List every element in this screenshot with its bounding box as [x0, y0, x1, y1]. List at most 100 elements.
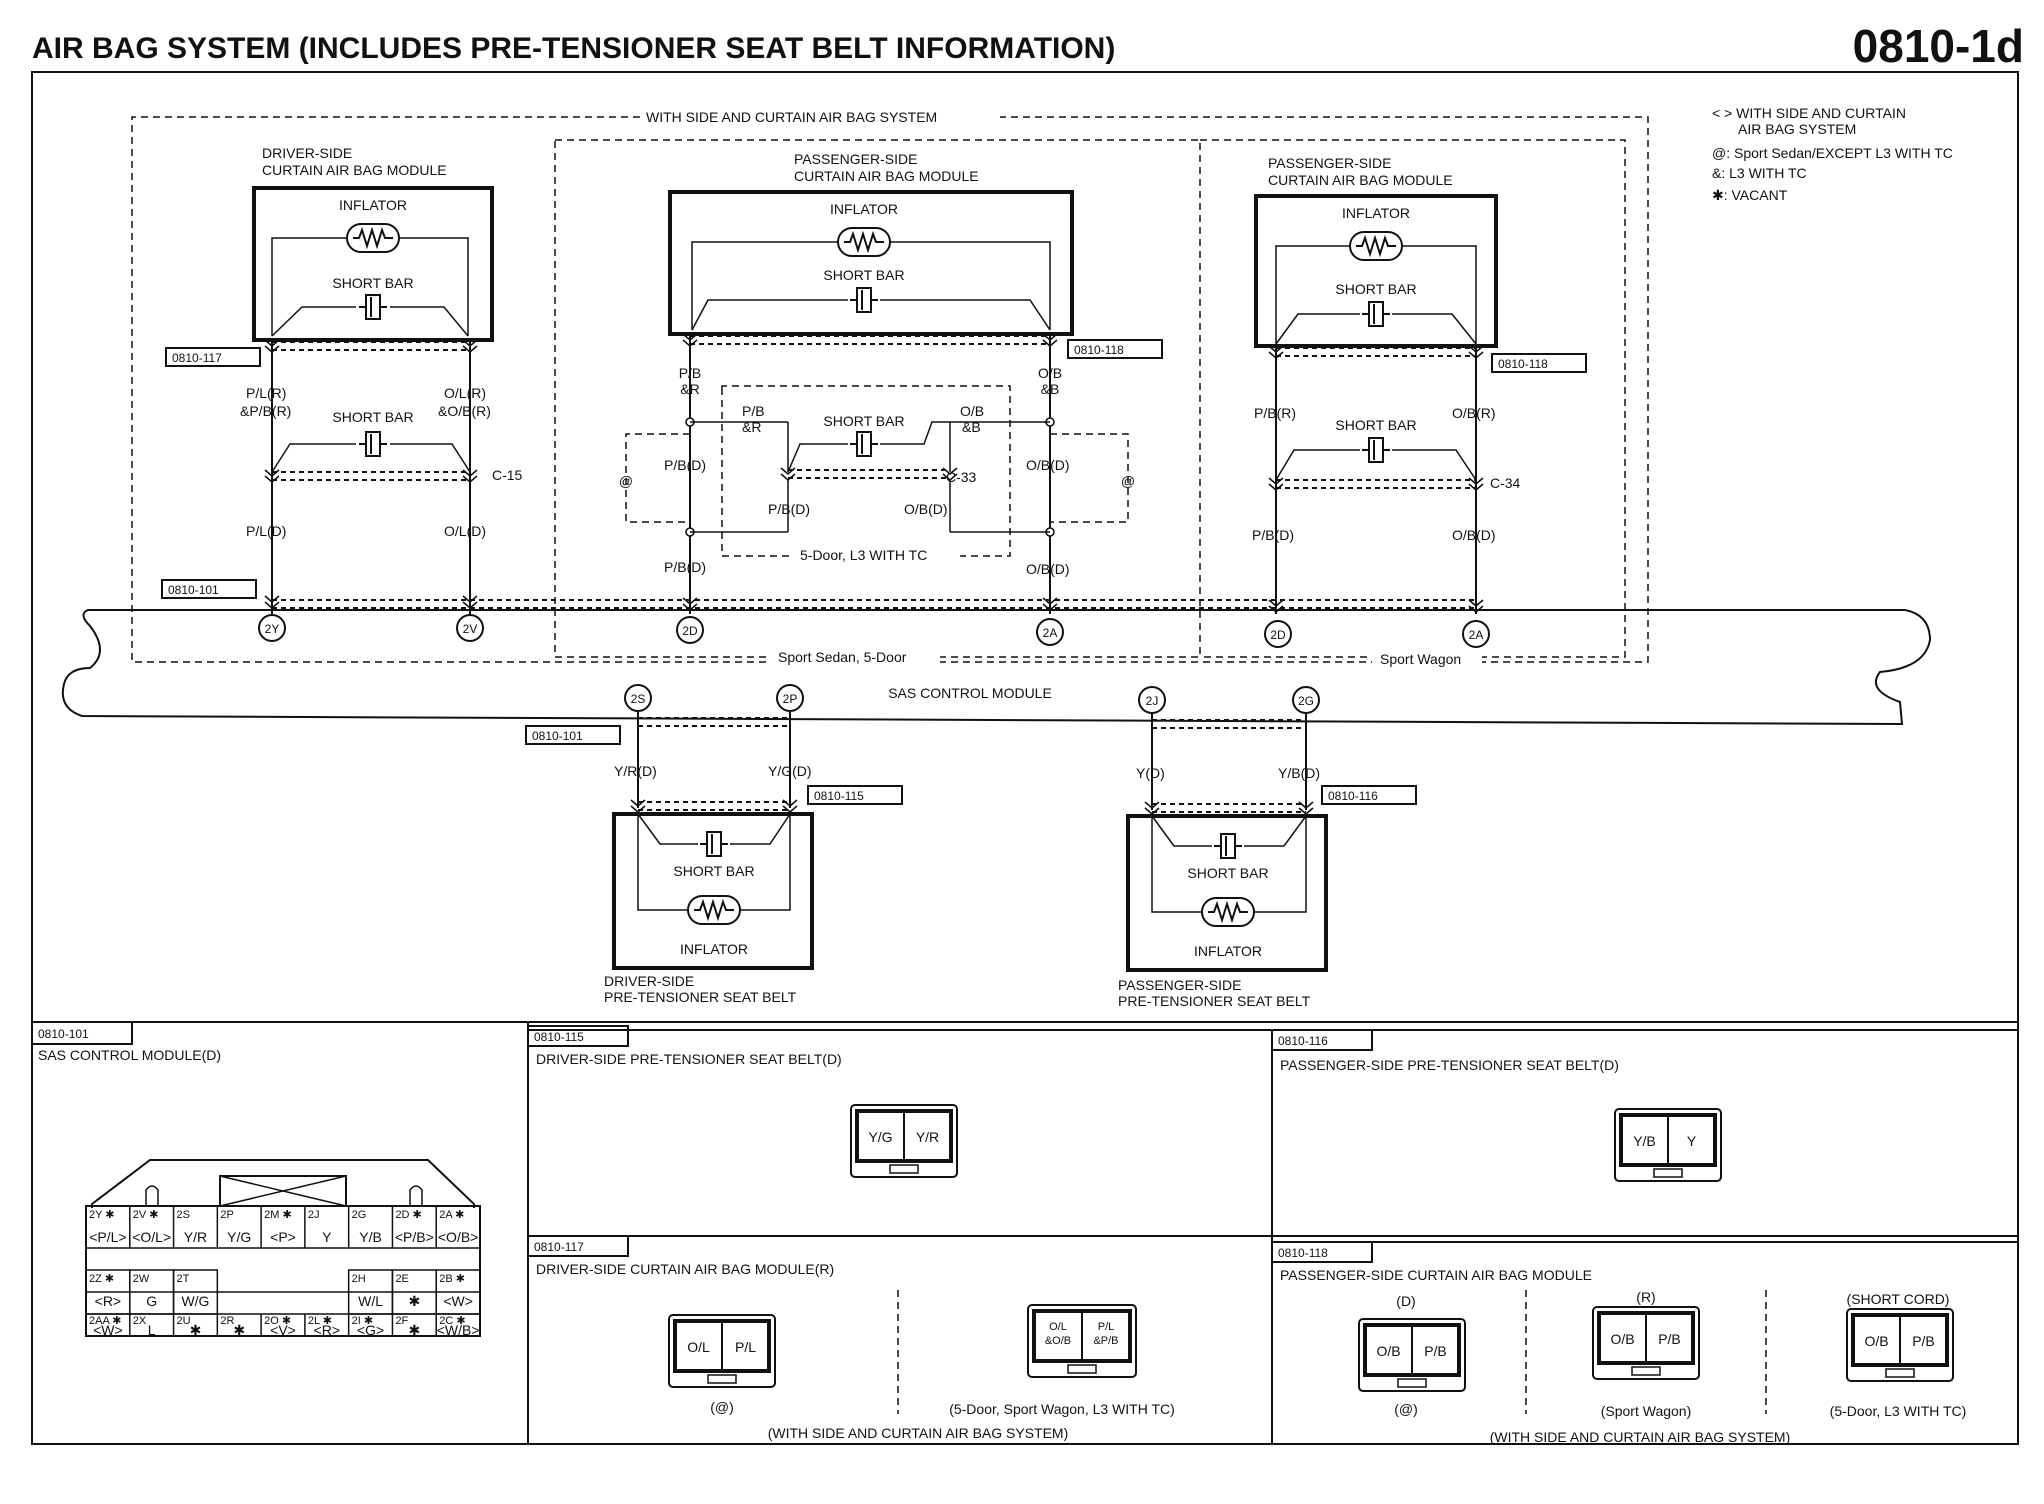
passenger-curtain-wiring-sedan: 0810-118 P/B &R O/B &B @ @ P/B(D) O/B(D)…: [619, 333, 1163, 614]
pin-wire: G: [146, 1293, 157, 1309]
pin-wire: Y: [322, 1229, 332, 1245]
terminal: [776, 684, 804, 712]
short-bar-label: SHORT BAR: [673, 863, 754, 879]
pin-id: 2F: [395, 1315, 408, 1327]
wire-label: P/B(D): [664, 457, 706, 473]
wire-label: &P/B(R): [240, 403, 291, 419]
pin-wire: ✱: [190, 1322, 202, 1338]
pin-wire: <V>: [270, 1322, 296, 1338]
wire-label: P/B: [679, 365, 702, 381]
pin-id: 2I ✱: [352, 1315, 373, 1327]
terminal-label: 2Y: [265, 622, 280, 636]
pin-wire: <W>: [443, 1293, 473, 1309]
module-label: PRE-TENSIONER SEAT BELT: [604, 989, 797, 1005]
module-label: CURTAIN AIR BAG MODULE: [1268, 172, 1453, 188]
pin-id: 2R: [220, 1315, 234, 1327]
passenger-pretensioner-module: SHORT BAR INFLATOR PASSENGER-SIDE PRE-TE…: [1118, 814, 1328, 1009]
inflator-icon: [1201, 897, 1255, 927]
short-bar-icon: [358, 294, 388, 320]
pin-wire: &O/B: [1045, 1335, 1071, 1347]
pin-wire: P/L: [1098, 1321, 1115, 1333]
driver-pretensioner-module: SHORT BAR INFLATOR DRIVER-SIDE PRE-TENSI…: [604, 812, 814, 1005]
pin-wire: Y: [1687, 1133, 1697, 1149]
pin-wire: Y/R: [916, 1129, 939, 1145]
legend: < > WITH SIDE AND CURTAIN AIR BAG SYSTEM…: [1712, 105, 1953, 203]
panel-title: PASSENGER-SIDE PRE-TENSIONER SEAT BELT(D…: [1280, 1057, 1619, 1073]
pin-id: 2J: [308, 1209, 320, 1221]
passenger-curtain-module-wagon: PASSENGER-SIDE CURTAIN AIR BAG MODULE IN…: [1254, 155, 1498, 348]
pin-wire: O/B: [1864, 1333, 1888, 1349]
wire-label: Y(D): [1136, 765, 1165, 781]
connector-ref: 0810-118: [1074, 343, 1124, 357]
wire-label: P/B: [742, 403, 765, 419]
side-curtain-label: WITH SIDE AND CURTAIN AIR BAG SYSTEM: [646, 109, 937, 125]
connector-ref: C-34: [1490, 475, 1521, 491]
terminal-label: 2D: [682, 624, 698, 638]
pin-wire: Y/B: [1633, 1133, 1656, 1149]
passenger-curtain-wiring-wagon: 0810-118 P/B(R) O/B(R) SHORT BAR C-34 P/…: [1252, 345, 1587, 614]
variant-note: (SHORT CORD): [1847, 1291, 1950, 1307]
connector-ref: 0810-101: [168, 583, 219, 597]
variant-note: (Sport Wagon): [1601, 1403, 1692, 1419]
wire-label: O/B: [1038, 365, 1062, 381]
short-bar-icon: [849, 287, 879, 313]
module-label: CURTAIN AIR BAG MODULE: [794, 168, 979, 184]
panel-title: DRIVER-SIDE PRE-TENSIONER SEAT BELT(D): [536, 1051, 842, 1067]
pin-id: 2AA ✱: [89, 1315, 121, 1327]
wire-label: &O/B(R): [438, 403, 491, 419]
legend-line: &: L3 WITH TC: [1712, 165, 1807, 181]
pin-wire: O/B: [1376, 1343, 1400, 1359]
terminal-label: 2A: [1469, 628, 1484, 642]
module-label: PASSENGER-SIDE: [1118, 977, 1241, 993]
pin-id: 2H: [352, 1273, 366, 1285]
side-curtain-region: WITH SIDE AND CURTAIN AIR BAG SYSTEM Spo…: [131, 109, 1649, 667]
pin-wire: <O/B>: [438, 1229, 478, 1245]
terminals-top: 2Y 2V 2D 2A 2D 2A: [258, 614, 1490, 648]
module-box: [668, 190, 1074, 336]
legend-line: < > WITH SIDE AND CURTAIN: [1712, 105, 1906, 121]
passenger-pretensioner-wiring: Y(D) Y/B(D) 0810-116: [1136, 714, 1417, 815]
wire-label: &R: [680, 381, 699, 397]
legend-line: @: Sport Sedan/EXCEPT L3 WITH TC: [1712, 145, 1953, 161]
pin-id: 2G: [352, 1209, 367, 1221]
inflator-label: INFLATOR: [1342, 205, 1410, 221]
wire-label: O/B(D): [1452, 527, 1496, 543]
legend-line: ✱: VACANT: [1712, 187, 1788, 203]
pin-id: 2O ✱: [264, 1315, 291, 1327]
pin-id: 2E: [395, 1273, 408, 1285]
pin-wire: <G>: [357, 1322, 384, 1338]
connector-ref: 0810-101: [532, 729, 583, 743]
terminal: [258, 614, 286, 642]
pin-wire: <P/B>: [395, 1229, 434, 1245]
module-box: [252, 186, 494, 342]
sas-label: SAS CONTROL MODULE: [888, 685, 1052, 701]
panel-title: DRIVER-SIDE CURTAIN AIR BAG MODULE(R): [536, 1261, 834, 1277]
inflator-icon: [837, 227, 891, 257]
terminal-label: 2D: [1270, 628, 1286, 642]
short-bar-label: SHORT BAR: [823, 413, 904, 429]
passenger-curtain-module-sedan: PASSENGER-SIDE CURTAIN AIR BAG MODULE IN…: [668, 151, 1074, 336]
wire-label: P/L(D): [246, 523, 286, 539]
variant-label-5door: 5-Door, L3 WITH TC: [800, 547, 927, 563]
variant-note: (@): [1394, 1401, 1418, 1417]
panel-code: 0810-115: [534, 1030, 584, 1044]
connector-ref: 0810-116: [1328, 789, 1378, 803]
module-label: CURTAIN AIR BAG MODULE: [262, 162, 447, 178]
pin-wire: ✱: [233, 1322, 245, 1338]
pin-id: 2Z ✱: [89, 1273, 114, 1285]
short-bar-label: SHORT BAR: [332, 275, 413, 291]
wire-label: P/B(D): [768, 501, 810, 517]
variant-note: (5-Door, L3 WITH TC): [1830, 1403, 1967, 1419]
terminals-bottom: 2S 2P 2J 2G: [624, 684, 1320, 714]
wire-label: O/B(D): [904, 501, 948, 517]
connector-ref: 0810-115: [814, 789, 864, 803]
driver-curtain-module: DRIVER-SIDE CURTAIN AIR BAG MODULE INFLA…: [252, 145, 494, 342]
pin-id: 2Y ✱: [89, 1209, 115, 1221]
pin-wire: Y/B: [359, 1229, 382, 1245]
terminal-label: 2G: [1298, 694, 1314, 708]
wire-label: &B: [1041, 381, 1060, 397]
pin-wire: P/B: [1424, 1343, 1447, 1359]
terminal-label: 2J: [1146, 694, 1159, 708]
